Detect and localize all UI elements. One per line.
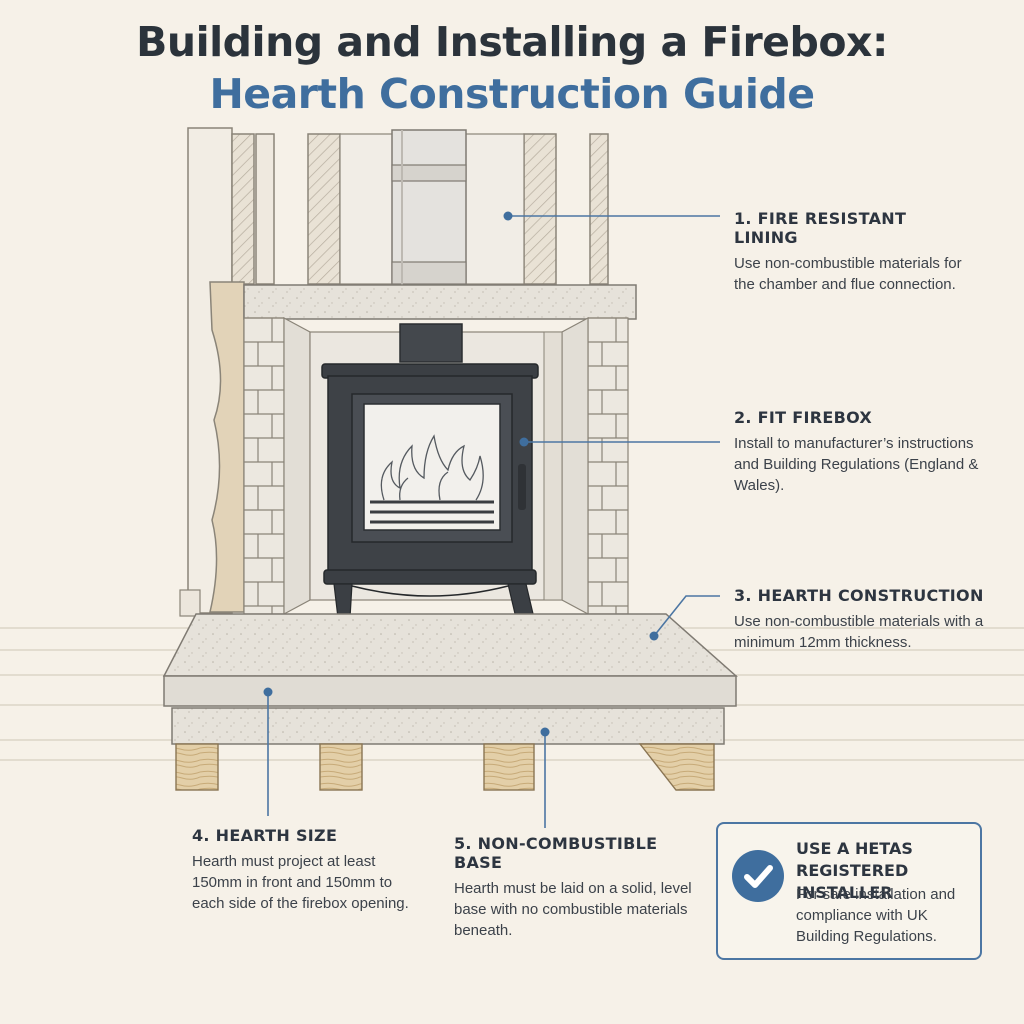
floor-joists bbox=[175, 743, 715, 791]
callout-non-combustible-base: 5. NON-COMBUSTIBLE BASE Hearth must be l… bbox=[454, 834, 694, 941]
callout-text: Hearth must be laid on a solid, level ba… bbox=[454, 880, 692, 939]
flame-graphic bbox=[380, 434, 484, 501]
page-title: Building and Installing a Firebox: bbox=[136, 18, 888, 66]
check-circle-icon bbox=[732, 850, 784, 902]
installer-text: For safe installation and compliance wit… bbox=[796, 886, 956, 945]
brick-columns bbox=[243, 317, 629, 615]
hearth-slab bbox=[162, 613, 738, 707]
callout-text: Install to manufacturer’s instructions a… bbox=[734, 435, 979, 494]
noncombustible-base bbox=[171, 707, 725, 745]
callout-fit-firebox: 2. FIT FIREBOX Install to manufacturer’s… bbox=[734, 408, 984, 496]
flue-pipe bbox=[391, 129, 467, 287]
callout-text: Use non-combustible materials for the ch… bbox=[734, 255, 962, 293]
hetas-installer-panel: USE A HETAS REGISTERED INSTALLER For saf… bbox=[716, 822, 982, 960]
leader-lines bbox=[267, 215, 720, 828]
chimney-breast bbox=[179, 127, 609, 617]
callout-hearth-size: 4. HEARTH SIZE Hearth must project at le… bbox=[192, 826, 422, 914]
fire-grate bbox=[370, 500, 494, 524]
callout-text: Hearth must project at least 150mm in fr… bbox=[192, 853, 409, 912]
wood-stove bbox=[321, 323, 539, 619]
callout-heading: 3. HEARTH CONSTRUCTION bbox=[734, 586, 984, 605]
lintel bbox=[243, 284, 637, 320]
installer-heading: USE A HETAS REGISTERED INSTALLER bbox=[796, 839, 913, 902]
callout-text: Use non-combustible materials with a min… bbox=[734, 613, 984, 651]
callout-heading: 1. FIRE RESISTANT LINING bbox=[734, 209, 907, 247]
callout-heading: 2. FIT FIREBOX bbox=[734, 408, 873, 427]
leader-dots bbox=[263, 211, 659, 737]
callout-hearth-construction: 3. HEARTH CONSTRUCTION Use non-combustib… bbox=[734, 586, 1004, 653]
callout-fire-resistant-lining: 1. FIRE RESISTANT LINING Use non-combust… bbox=[734, 209, 974, 295]
callout-heading: 5. NON-COMBUSTIBLE BASE bbox=[454, 834, 658, 872]
page-subtitle: Hearth Construction Guide bbox=[209, 70, 815, 118]
callout-heading: 4. HEARTH SIZE bbox=[192, 826, 338, 845]
